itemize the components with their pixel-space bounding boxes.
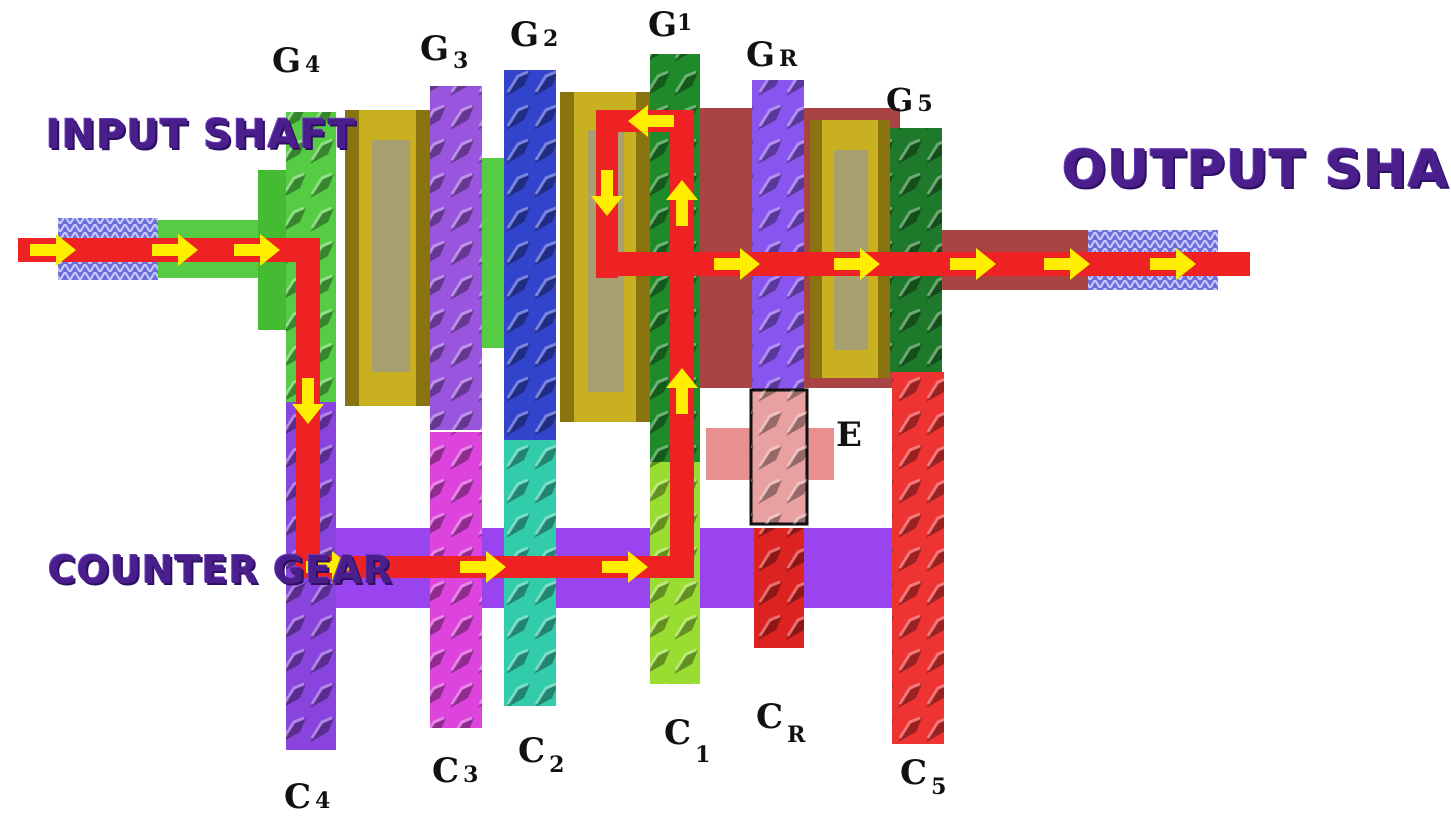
gear-c3 xyxy=(430,432,482,728)
gear-c5 xyxy=(892,372,944,744)
counter-gear-title: COUNTER GEAR xyxy=(48,548,394,592)
arrow-input-3 xyxy=(234,234,280,266)
label-e: E xyxy=(836,415,862,455)
arrow-down-c4 xyxy=(292,378,324,424)
idler-gear-teeth xyxy=(751,390,807,524)
power-flow-path xyxy=(18,105,1250,583)
arrow-output-5 xyxy=(1150,248,1196,280)
gear-g2 xyxy=(504,70,556,440)
arrow-down-left xyxy=(591,170,623,216)
arrow-counter-1 xyxy=(306,551,352,583)
input-shaft-title: INPUT SHAFT xyxy=(46,112,357,158)
gear-g3 xyxy=(430,86,482,430)
arrow-counter-2 xyxy=(460,551,506,583)
label-g1: G1 xyxy=(648,5,693,45)
arrow-output-1 xyxy=(714,248,760,280)
flow-output xyxy=(596,252,1250,276)
arrow-output-2 xyxy=(834,248,880,280)
arrow-left-top xyxy=(628,105,674,137)
g3-g2-collar xyxy=(482,158,504,348)
gear-g5 xyxy=(890,128,942,372)
gear-gr xyxy=(752,80,804,390)
arrow-up-2 xyxy=(666,180,698,226)
arrow-input-2 xyxy=(152,234,198,266)
synchronizer-3-4 xyxy=(345,110,430,406)
arrow-up-1 xyxy=(666,368,698,414)
arrow-output-3 xyxy=(950,248,996,280)
arrow-input-1 xyxy=(30,234,76,266)
arrow-output-4 xyxy=(1044,248,1090,280)
gear-cr xyxy=(754,528,804,648)
synchronizer-5-r xyxy=(810,120,890,378)
arrow-counter-3 xyxy=(602,551,648,583)
label-c1: C1 xyxy=(664,713,711,768)
output-shaft-title: OUTPUT SHAFT xyxy=(1062,140,1451,200)
